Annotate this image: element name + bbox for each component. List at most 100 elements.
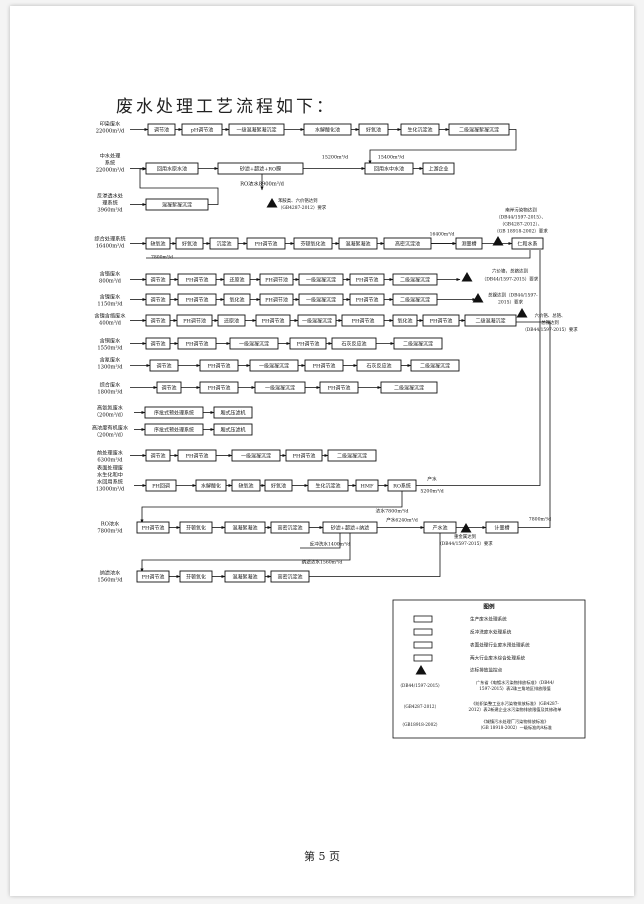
source-label: 高浓度有机废水 [92, 424, 129, 432]
process-box-label: 氧化池 [229, 297, 244, 304]
source-label: 含铬废水 [100, 270, 122, 278]
standard-note: 六价铬、总铬、 [535, 312, 566, 319]
process-box [422, 162, 455, 175]
process-box [349, 273, 385, 286]
source-label: 22000m³/d [96, 129, 125, 135]
process-box-label: 混凝絮凝池 [232, 525, 257, 532]
process-box [319, 381, 359, 394]
process-box [455, 237, 483, 250]
process-box-label: 一级混凝沉淀 [306, 297, 336, 304]
process-box-label: RO系统 [393, 483, 411, 490]
process-box [293, 237, 333, 250]
process-box-label: PH调节池 [142, 525, 165, 532]
source-label: 表面处理废 [97, 464, 123, 472]
process-box [223, 293, 251, 306]
process-box-label: PH调节池 [328, 385, 351, 392]
process-box [270, 570, 310, 583]
process-box-label: PH调节池 [356, 277, 379, 284]
flow-rate-label: 反冲洗水1400m³/d [310, 541, 351, 548]
process-box-label: 调节池 [150, 453, 165, 460]
legend-box [392, 599, 586, 739]
process-box-label: 石灰反应池 [341, 341, 366, 348]
process-box [392, 293, 438, 306]
process-box [341, 314, 385, 327]
standard-note: 总镍达到（DB44/1597- [488, 292, 538, 299]
process-box-label: 调节池 [150, 277, 165, 284]
process-box [410, 359, 460, 372]
process-box-label: 混凝絮凝池 [345, 241, 370, 248]
source-label: 反渗透水处 [97, 192, 123, 200]
process-box [177, 449, 217, 462]
process-box [175, 237, 204, 250]
source-label: 7800m³/d [97, 529, 123, 535]
source-label: 系统 [105, 159, 115, 167]
standard-note: （DB44/1597-2015）要求 [437, 540, 493, 547]
process-box-label: 仁和水系 [517, 241, 537, 248]
process-box-label: 调节池 [150, 318, 165, 325]
source-label: 400m³/d [99, 321, 122, 327]
process-box [145, 162, 199, 175]
process-box [177, 337, 217, 350]
process-box [259, 293, 294, 306]
process-box-label: 序批式预处理系统 [154, 410, 194, 417]
process-box-label: 二级混凝沉淀 [400, 297, 430, 304]
page-number: 第 5 页 [304, 850, 340, 863]
process-box-label: PH回调 [152, 483, 170, 490]
page-title: 废水处理工艺流程如下： [116, 97, 336, 117]
legend-swatch [413, 628, 433, 636]
process-box-label: 计量槽 [494, 525, 509, 532]
flow-rate-label: 纳滤浓水1560m³/d [302, 559, 343, 566]
process-box [355, 479, 379, 492]
process-box [145, 293, 171, 306]
source-label: 800m³/d [99, 279, 122, 285]
process-box [145, 273, 171, 286]
process-box [176, 314, 213, 327]
monitoring-point-icon [472, 293, 484, 303]
process-box-label: 二级混凝沉淀 [403, 341, 433, 348]
process-box-label: 调节池 [154, 127, 169, 134]
process-box [254, 381, 306, 394]
process-box [364, 162, 414, 175]
legend-standard-desc: 1597-2015）表2珠三角地区排放限值 [479, 685, 550, 692]
process-box-label: pH调节池 [191, 127, 214, 134]
process-box-label: 高密沉淀池 [277, 574, 302, 581]
process-box-label: 氧化池 [397, 318, 412, 325]
process-box-label: 还原池 [229, 277, 244, 284]
source-label: 水回用系统 [97, 478, 123, 486]
source-label: 16400m³/d [96, 244, 125, 250]
flow-line [140, 533, 351, 573]
process-box-label: 二级混凝沉淀 [337, 453, 367, 460]
process-box [322, 521, 378, 534]
process-box-label: PH调节池 [265, 297, 288, 304]
source-label: RO浓水 [101, 520, 120, 528]
monitoring-point-icon [415, 665, 427, 675]
monitoring-point-icon [461, 272, 473, 282]
legend-standard-desc: 2012）表2新建企业水污染物排放限值及其修改单 [469, 706, 562, 713]
legend-standard-desc: 《纺织染整工业水污染物排放标准》（GB4287- [471, 700, 559, 707]
process-box [289, 337, 327, 350]
flow-rate-label: 7800m³/d [151, 255, 173, 261]
process-box-label: 缺氧池 [150, 241, 165, 248]
source-label: 6300m³/d [97, 458, 123, 464]
flow-line [146, 250, 531, 259]
source-label: 含氰废水 [100, 356, 122, 364]
process-box [422, 314, 460, 327]
process-box [179, 570, 213, 583]
process-box-label: PH调节池 [142, 574, 165, 581]
process-box [298, 293, 344, 306]
process-box-label: 缺氧池 [238, 483, 253, 490]
process-box-label: 好氧池 [182, 241, 197, 248]
process-box-label: 调节池 [150, 341, 165, 348]
process-box-label: PH调节池 [208, 385, 231, 392]
process-box-label: PH调节池 [313, 363, 336, 370]
process-box [231, 479, 261, 492]
process-box-label: 一级混凝沉淀 [241, 453, 271, 460]
monitoring-point-icon [266, 198, 278, 208]
process-box-label: 上游企业 [428, 166, 448, 173]
process-box-label: 产水池 [432, 525, 447, 532]
standard-note: 重金属达到 [454, 533, 476, 540]
source-label: 前处理废水 [97, 449, 124, 457]
process-box-label: PH调节池 [186, 277, 209, 284]
source-label: 22000m³/d [96, 168, 125, 174]
source-label: 1150m³/d [97, 302, 123, 308]
